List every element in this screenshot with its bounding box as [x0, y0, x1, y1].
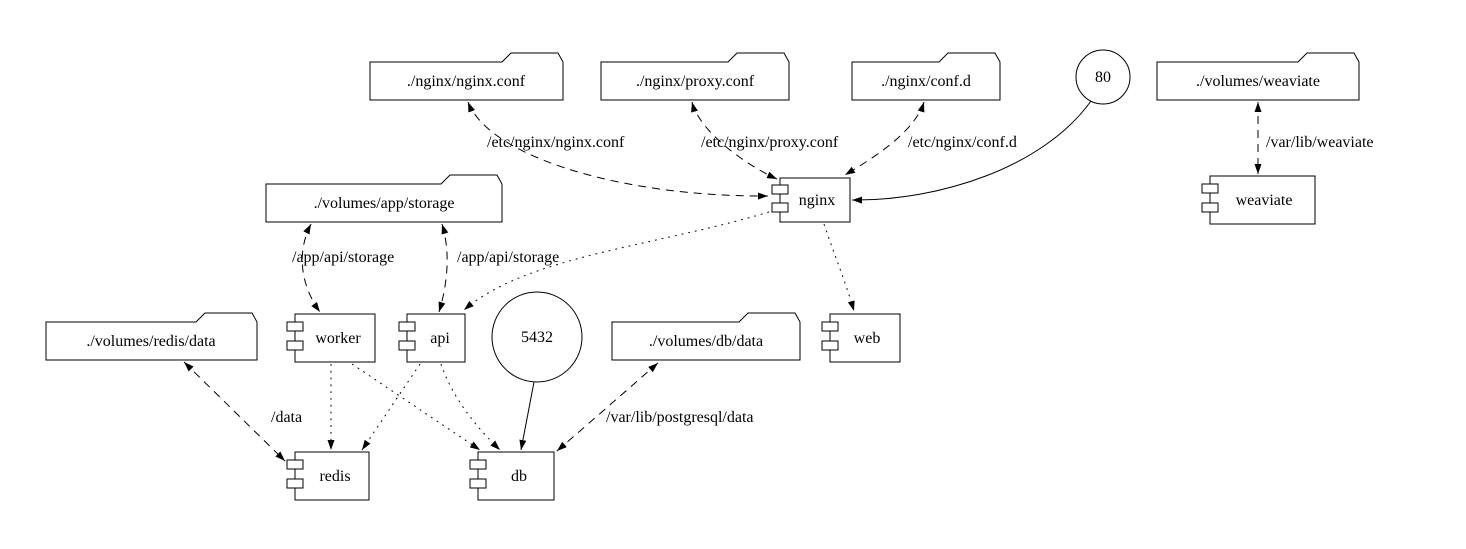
edge-proxyconf-nginx	[691, 101, 778, 180]
component-tab-icon	[469, 459, 487, 470]
node-port-80: 80	[1075, 49, 1131, 105]
component-body	[294, 313, 376, 363]
node-volumes-db-data-folder: ./volumes/db/data	[611, 312, 801, 361]
edge-label-data: /data	[271, 409, 302, 426]
folder-icon	[45, 312, 258, 361]
edge-label-nginx-conf: /etc/nginx/nginx.conf	[487, 134, 625, 151]
edge-storage-worker	[301, 223, 321, 313]
edges	[183, 100, 1262, 462]
component-body	[1209, 175, 1316, 225]
component-body	[477, 451, 555, 501]
edge-storage-api	[438, 223, 449, 313]
node-label: ./nginx/proxy.conf	[636, 73, 755, 90]
component-tab-icon	[821, 321, 839, 332]
node-volumes-app-storage-folder: ./volumes/app/storage	[265, 174, 503, 223]
node-label: worker	[315, 330, 361, 347]
node-label: 80	[1095, 69, 1111, 86]
edge-nginx-api	[463, 211, 770, 311]
node-conf-d-folder: ./nginx/conf.d	[851, 52, 1001, 101]
node-service-web: web	[821, 313, 901, 363]
component-tab-icon	[286, 459, 304, 470]
component-tab-icon	[771, 184, 789, 195]
node-port-5432: 5432	[491, 291, 583, 383]
node-label: api	[430, 330, 450, 347]
component-tab-icon	[771, 202, 789, 213]
component-tab-icon	[1201, 202, 1219, 213]
node-label: 5432	[521, 329, 553, 346]
folder-icon	[369, 52, 564, 101]
node-service-weaviate: weaviate	[1201, 175, 1316, 225]
node-label: web	[854, 330, 881, 347]
node-service-api: api	[398, 313, 466, 363]
node-service-worker: worker	[286, 313, 376, 363]
edge-labels: /etc/nginx/nginx.conf /etc/nginx/proxy.c…	[271, 134, 1374, 426]
edge-label-var-lib-postgresql: /var/lib/postgresql/data	[606, 409, 754, 426]
node-proxy-conf-folder: ./nginx/proxy.conf	[600, 52, 790, 101]
edge-label-proxy-conf: /etc/nginx/proxy.conf	[701, 134, 839, 151]
edge-worker-db	[351, 363, 481, 451]
edge-nginxconf-nginx	[467, 101, 769, 200]
component-tab-icon	[398, 321, 416, 332]
node-label: nginx	[799, 192, 835, 209]
edge-label-var-lib-weaviate: /var/lib/weaviate	[1266, 134, 1374, 151]
component-tab-icon	[1201, 183, 1219, 194]
edge-api-redis	[361, 363, 421, 451]
folder-icon	[611, 312, 801, 361]
component-body	[829, 313, 901, 363]
node-label: ./volumes/app/storage	[314, 195, 455, 212]
edge-label-app-storage-worker: /app/api/storage	[292, 249, 394, 266]
edge-confd-nginx	[844, 101, 925, 176]
node-label: ./nginx/conf.d	[881, 73, 971, 90]
folder-icon	[600, 52, 790, 101]
edge-port5432-db	[519, 381, 535, 451]
component-body	[779, 177, 851, 223]
edge-db-dbdata	[556, 362, 659, 452]
edge-label-conf-d: /etc/nginx/conf.d	[908, 134, 1017, 151]
node-service-db: db	[469, 451, 555, 501]
node-label: ./nginx/nginx.conf	[407, 73, 526, 90]
edge-port80-nginx	[851, 100, 1092, 204]
component-tab-icon	[286, 321, 304, 332]
port-circle-icon	[491, 291, 583, 383]
node-volumes-redis-data-folder: ./volumes/redis/data	[45, 312, 258, 361]
component-body	[406, 313, 466, 363]
edge-label-app-storage-api: /app/api/storage	[457, 249, 559, 266]
node-label: redis	[319, 468, 350, 485]
node-service-nginx: nginx	[771, 177, 851, 223]
folder-icon	[1156, 52, 1360, 101]
node-volumes-weaviate-folder: ./volumes/weaviate	[1156, 52, 1360, 101]
component-tab-icon	[286, 340, 304, 351]
node-label: weaviate	[1236, 192, 1293, 209]
edge-redisdata-redis	[183, 361, 286, 462]
component-body	[294, 451, 370, 501]
node-label: ./volumes/db/data	[649, 333, 763, 350]
component-tab-icon	[469, 478, 487, 489]
folder-icon	[851, 52, 1001, 101]
node-label: ./volumes/redis/data	[86, 333, 215, 350]
port-circle-icon	[1075, 49, 1131, 105]
edge-nginx-web	[823, 223, 855, 312]
folder-icon	[265, 174, 503, 223]
node-label: ./volumes/weaviate	[1196, 73, 1320, 90]
component-tab-icon	[286, 478, 304, 489]
edge-api-db	[440, 363, 501, 451]
component-tab-icon	[821, 340, 839, 351]
node-nginx-conf-folder: ./nginx/nginx.conf	[369, 52, 564, 101]
component-tab-icon	[398, 340, 416, 351]
node-service-redis: redis	[286, 451, 370, 501]
node-label: db	[511, 468, 527, 485]
